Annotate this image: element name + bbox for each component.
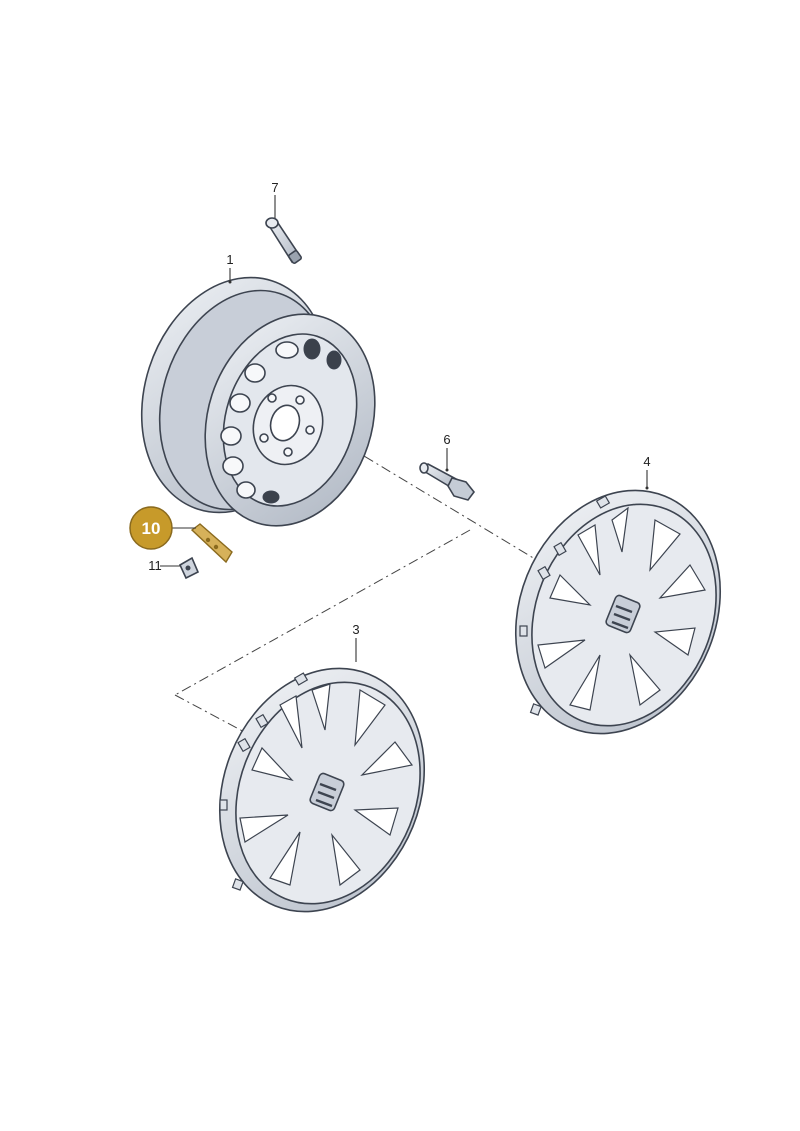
callout-6: 6	[443, 432, 450, 447]
callout-3: 3	[352, 622, 359, 637]
balance-weight-icon	[190, 523, 233, 564]
tire-valve-icon	[265, 217, 302, 264]
callout-10: 10	[142, 519, 161, 538]
wheel-cover-icon	[514, 489, 722, 735]
leader-lines	[160, 195, 649, 662]
wheel-cover-icon	[218, 667, 426, 913]
clip-icon	[178, 556, 200, 580]
callout-1: 1	[226, 252, 233, 267]
wheel-bolt-icon	[419, 462, 476, 501]
highlight-badge[interactable]: 10	[129, 506, 173, 550]
steel-wheel-icon	[140, 276, 376, 527]
callout-7: 7	[271, 180, 278, 195]
callout-4: 4	[643, 454, 650, 469]
callout-11: 11	[148, 558, 162, 573]
